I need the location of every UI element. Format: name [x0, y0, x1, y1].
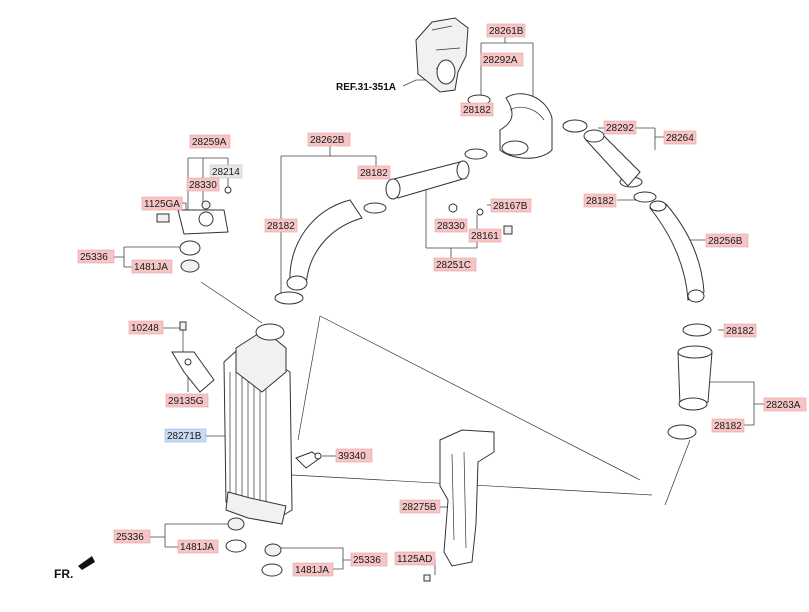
part-label-1481JA-bottom-left[interactable]: 1481JA	[180, 542, 214, 553]
label-box	[603, 120, 637, 135]
part-pipe-28256B	[649, 200, 705, 303]
label-box	[186, 177, 220, 192]
label-box	[128, 320, 164, 335]
part-label-28182-top[interactable]: 28182	[463, 105, 491, 116]
label-box	[77, 249, 115, 264]
ref-label: REF.31-351A	[336, 82, 396, 93]
label-box	[177, 539, 219, 554]
label-box	[113, 529, 151, 544]
label-box	[468, 228, 502, 243]
label-box	[490, 198, 532, 213]
part-label-10248[interactable]: 10248	[131, 323, 159, 334]
part-intercooler-28271B	[223, 323, 293, 525]
part-label-28182-hose-left[interactable]: 28182	[267, 221, 295, 232]
part-label-1125AD[interactable]: 1125AD	[397, 554, 432, 565]
label-box	[480, 52, 524, 67]
part-label-28182-right-lower[interactable]: 28182	[714, 421, 742, 432]
part-label-25336-bottom[interactable]: 25336	[353, 555, 381, 566]
part-label-28259A[interactable]: 28259A	[192, 137, 227, 148]
label-box	[335, 448, 373, 463]
part-label-28264[interactable]: 28264	[666, 133, 694, 144]
part-label-1481JA-bottom[interactable]: 1481JA	[295, 565, 329, 576]
part-hose-28262B	[274, 199, 387, 305]
part-label-29135G[interactable]: 29135G	[168, 396, 204, 407]
part-label-28292[interactable]: 28292	[606, 123, 634, 134]
label-box	[763, 397, 807, 412]
part-label-28330-center[interactable]: 28330	[437, 221, 465, 232]
part-label-28161[interactable]: 28161	[471, 231, 499, 242]
part-labels: REF.31-351A 28261B 28292A 28182 28292 28…	[54, 23, 807, 581]
part-bracket-29135G	[171, 351, 215, 393]
part-pipe-28251C	[385, 160, 513, 235]
part-label-28271B[interactable]: 28271B	[167, 431, 202, 442]
label-box	[723, 323, 757, 338]
label-box	[350, 552, 388, 567]
part-label-25336-bottom-left[interactable]: 25336	[116, 532, 144, 543]
part-label-39340[interactable]: 39340	[338, 451, 366, 462]
part-bolt-10248	[179, 321, 187, 352]
label-box	[165, 393, 209, 408]
label-box	[307, 132, 351, 147]
label-box-highlight	[164, 428, 207, 443]
part-label-28182-right-mid[interactable]: 28182	[726, 326, 754, 337]
label-box	[433, 257, 477, 272]
part-label-28292A[interactable]: 28292A	[483, 55, 518, 66]
part-label-28330-left[interactable]: 28330	[189, 180, 217, 191]
label-box	[209, 164, 243, 179]
label-box	[711, 418, 745, 433]
label-box	[394, 551, 436, 566]
part-label-28182-center[interactable]: 28182	[360, 168, 388, 179]
part-mount-insulators-bottom	[225, 517, 283, 577]
part-label-28251C[interactable]: 28251C	[436, 260, 471, 271]
part-label-28256B[interactable]: 28256B	[708, 236, 743, 247]
part-label-1125GA[interactable]: 1125GA	[144, 199, 180, 210]
part-clamp-right-mid	[682, 323, 712, 337]
part-label-25336-top[interactable]: 25336	[80, 252, 108, 263]
part-hose-28264	[583, 129, 641, 187]
label-box	[705, 233, 749, 248]
label-box	[583, 193, 617, 208]
part-label-28167B[interactable]: 28167B	[493, 201, 528, 212]
fr-arrow-icon	[78, 556, 95, 570]
label-box	[663, 130, 697, 145]
front-direction-label: FR.	[54, 567, 73, 581]
part-clamp-28292	[562, 119, 657, 203]
label-box	[264, 218, 298, 233]
part-sensor-bracket	[156, 186, 232, 235]
part-label-28275B[interactable]: 28275B	[402, 502, 437, 513]
label-box	[189, 134, 231, 149]
part-label-1481JA-top[interactable]: 1481JA	[134, 262, 168, 273]
label-box	[434, 218, 468, 233]
part-label-28261B[interactable]: 28261B	[489, 26, 524, 37]
label-box	[357, 165, 391, 180]
label-box	[460, 102, 494, 117]
part-label-28182-right-upper[interactable]: 28182	[586, 196, 614, 207]
part-hose-28263A	[667, 345, 713, 440]
part-sensor-39340	[295, 451, 322, 469]
part-label-28214[interactable]: 28214	[212, 167, 240, 178]
part-clamps-upper-center	[464, 94, 491, 160]
part-air-guide-28275B	[423, 429, 495, 582]
label-box	[292, 562, 334, 577]
part-label-28263A[interactable]: 28263A	[766, 400, 801, 411]
part-mount-insulators-top	[179, 240, 201, 273]
leader-lines	[114, 30, 764, 575]
label-box	[141, 196, 183, 211]
label-box	[131, 259, 173, 274]
part-turbo-housing	[415, 17, 469, 93]
label-box	[486, 23, 526, 38]
part-label-28262B[interactable]: 28262B	[310, 135, 345, 146]
label-box	[399, 499, 441, 514]
part-hose-28261B	[499, 93, 553, 159]
